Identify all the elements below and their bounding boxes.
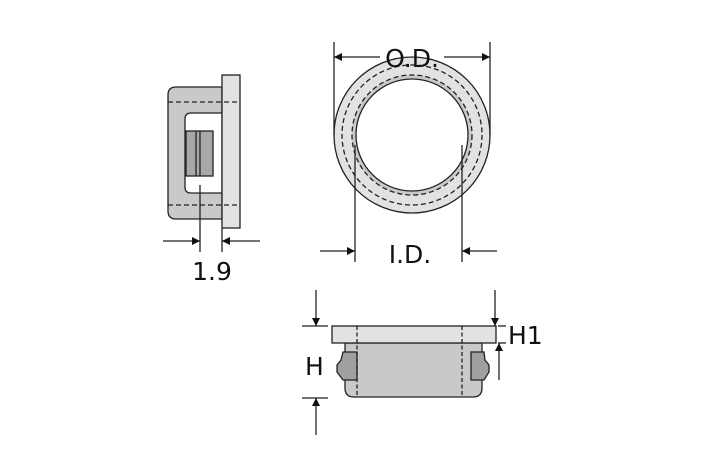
flange-height-label: H1 [508, 321, 543, 350]
side-flange [221, 74, 241, 229]
profile-tab-right [470, 351, 490, 381]
side-view [163, 74, 260, 252]
front-view [320, 42, 497, 262]
wall-thickness-label: 1.9 [192, 257, 232, 286]
profile-tab-left [336, 351, 358, 381]
profile-view [302, 290, 506, 435]
profile-body [344, 342, 483, 398]
outer-diameter-label: O.D. [385, 44, 439, 73]
profile-flange [331, 325, 497, 344]
inner-diameter-label: I.D. [389, 240, 432, 269]
inner-hole [355, 78, 469, 192]
height-label: H [305, 352, 324, 381]
